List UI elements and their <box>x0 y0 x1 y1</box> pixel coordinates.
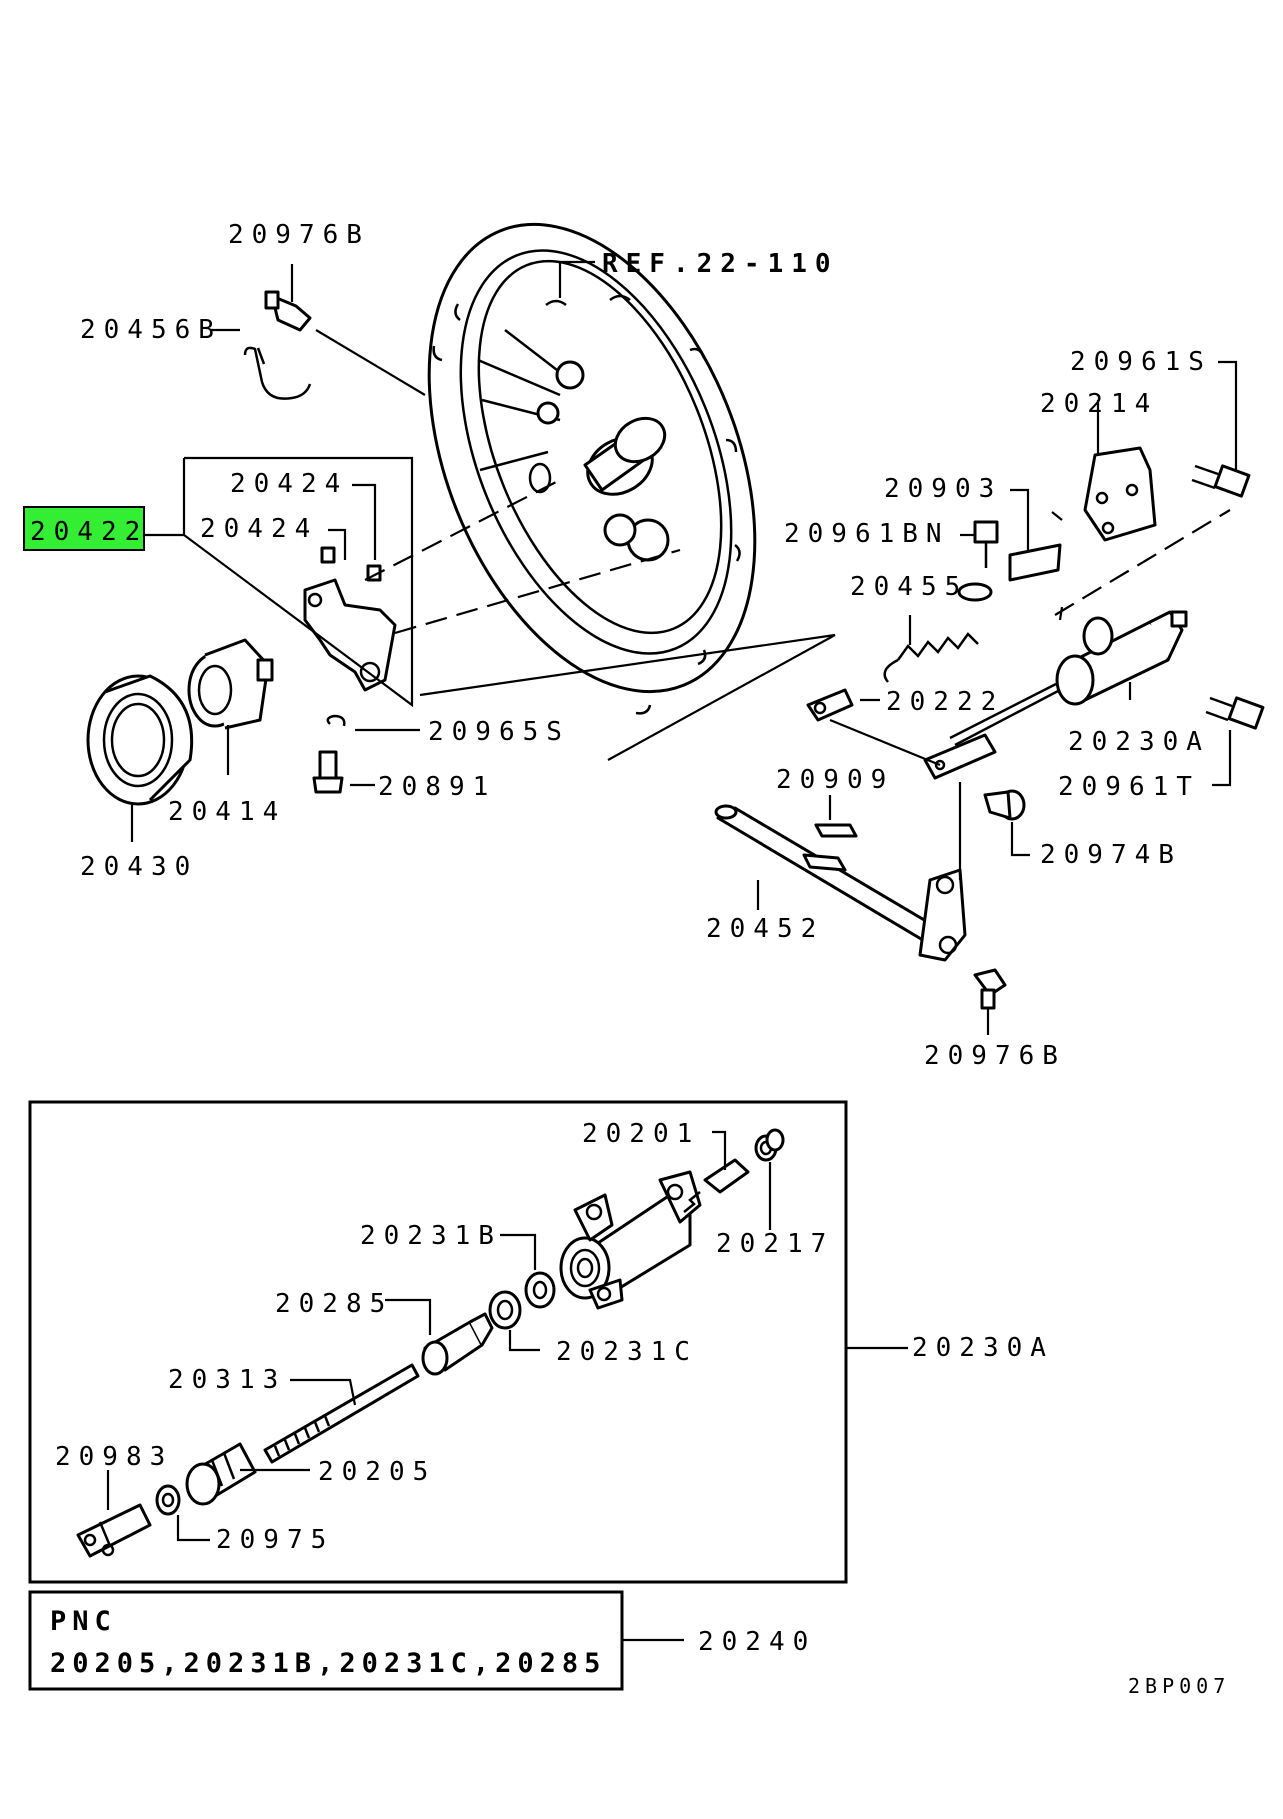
subassembly-leaders <box>106 1130 772 1542</box>
release-bearing-drawing <box>86 674 194 806</box>
clevis-drawing <box>76 1503 152 1558</box>
part-labels: 20976B REF.22-110 20456B 20961S 20214 20… <box>23 220 1230 1698</box>
label-20976B-top: 20976B <box>228 220 370 250</box>
label-20975: 20975 <box>216 1525 334 1555</box>
label-20201: 20201 <box>582 1119 700 1149</box>
release-fork-drawing <box>303 546 397 692</box>
label-20430: 20430 <box>80 852 198 882</box>
cylinder-subassembly-frame <box>28 1100 848 1584</box>
bleeder-cap-drawing <box>754 1128 785 1162</box>
label-20974B: 20974B <box>1040 840 1182 870</box>
label-20230A-right: 20230A <box>912 1333 1054 1363</box>
label-20414: 20414 <box>168 797 286 827</box>
grease-fitting-bottom-drawing <box>973 968 1007 1010</box>
label-20214: 20214 <box>1040 389 1158 419</box>
spring-plate-drawing <box>806 688 854 722</box>
piston-drawing <box>421 1312 494 1376</box>
pnc-parts: 20205,20231B,20231C,20285 <box>50 1648 606 1679</box>
fork-clip-drawing <box>326 714 346 727</box>
label-20205: 20205 <box>318 1457 436 1487</box>
label-20240: 20240 <box>698 1627 816 1657</box>
label-20422[interactable]: 20422 <box>30 517 148 547</box>
primary-cup-drawing <box>524 1271 556 1309</box>
label-20456B: 20456B <box>80 315 222 345</box>
label-20891: 20891 <box>378 772 496 802</box>
bearing-carrier-drawing <box>187 638 274 730</box>
label-20983: 20983 <box>55 1442 173 1472</box>
fork-callout-frame <box>144 456 414 708</box>
label-20422-highlight <box>23 506 145 551</box>
clutch-cylinder-drawing <box>949 610 1188 747</box>
label-20313: 20313 <box>168 1365 286 1395</box>
grease-fitting-top-drawing <box>264 290 312 332</box>
label-20455: 20455 <box>850 572 968 602</box>
leader-lines <box>130 260 1238 1035</box>
secondary-cup-drawing <box>488 1290 522 1330</box>
release-shaft-drawing <box>714 804 967 962</box>
label-20961T: 20961T <box>1058 772 1200 802</box>
label-20285: 20285 <box>275 1289 393 1319</box>
key-drawing <box>814 823 858 838</box>
label-20909: 20909 <box>776 765 894 795</box>
spring-clip-drawing <box>243 346 312 400</box>
figure-code: 2BP007 <box>1128 1674 1230 1698</box>
label-20903: 20903 <box>884 474 1002 504</box>
boot-drawing <box>185 1442 257 1506</box>
label-20217: 20217 <box>716 1229 834 1259</box>
label-20230A-top: 20230A <box>1068 727 1210 757</box>
label-20976B-bottom: 20976B <box>924 1041 1066 1071</box>
locknut-drawing <box>155 1484 181 1516</box>
label-20222: 20222 <box>886 687 1004 717</box>
label-20961BN: 20961BN <box>784 519 950 549</box>
label-20961S: 20961S <box>1070 347 1212 377</box>
cable-end-drawing <box>957 543 1062 602</box>
pivot-stud-drawing <box>312 750 344 794</box>
label-20424-b: 20424 <box>200 514 318 544</box>
cylinder-body-drawing <box>559 1170 702 1310</box>
pnc-title: PNC <box>50 1606 117 1637</box>
label-20231C: 20231C <box>556 1337 698 1367</box>
label-20424-a: 20424 <box>230 469 348 499</box>
cylinder-bolt-drawing <box>1205 696 1265 730</box>
clevis-pin-drawing <box>983 789 1026 821</box>
bracket-bolt-small-drawing <box>973 520 999 568</box>
bracket-drawing <box>1083 446 1157 542</box>
return-spring-drawing <box>883 632 979 683</box>
assembly-lines <box>315 329 1231 880</box>
label-20965S: 20965S <box>428 717 570 747</box>
label-20452: 20452 <box>706 914 824 944</box>
label-20231B: 20231B <box>360 1221 502 1251</box>
pushrod-clevis-drawing <box>923 733 997 780</box>
label-ref: REF.22-110 <box>602 249 839 279</box>
pushrod-drawing <box>263 1363 420 1464</box>
bracket-bolt-drawing <box>1191 464 1251 498</box>
clutch-housing-drawing <box>427 222 757 715</box>
